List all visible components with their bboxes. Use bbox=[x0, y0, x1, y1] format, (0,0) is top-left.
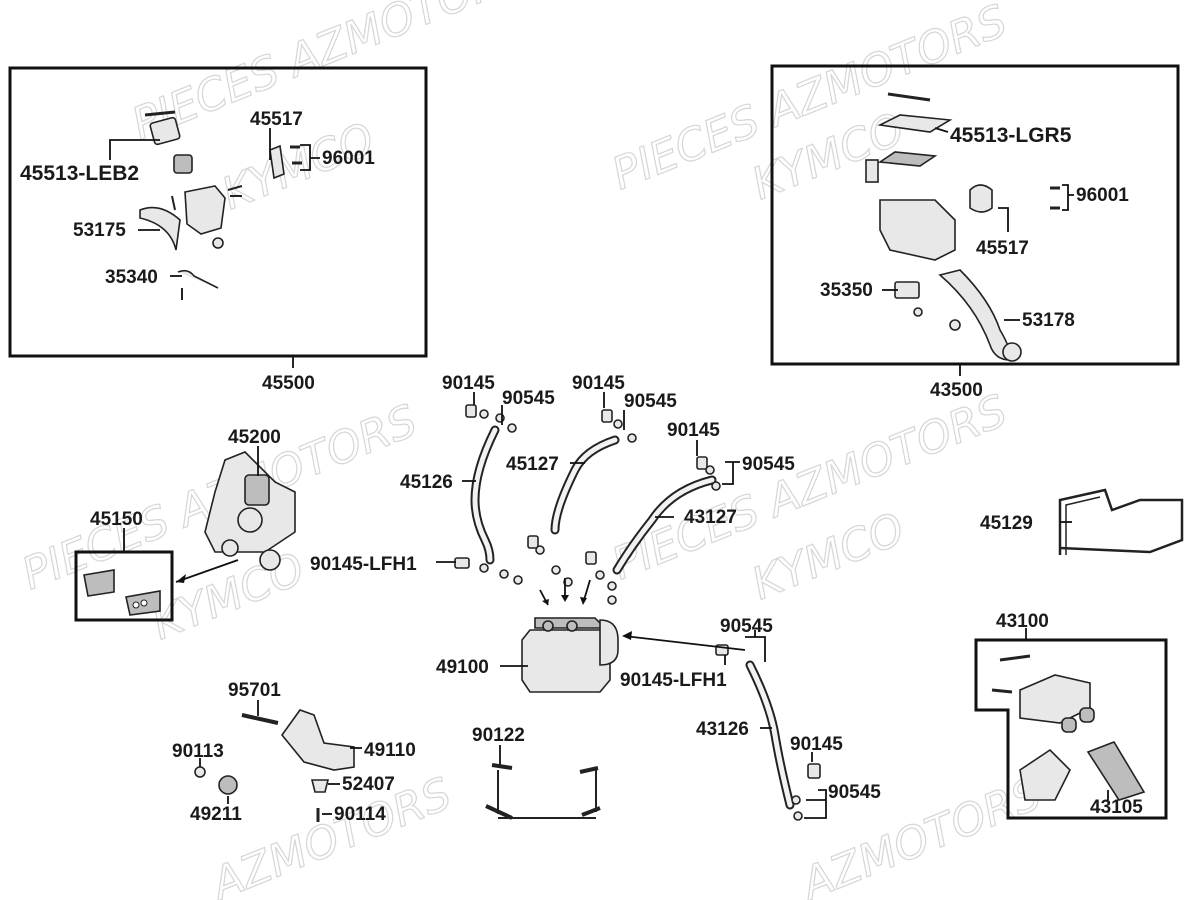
front-caliper-assembly: 45200 bbox=[204, 427, 296, 571]
assembly-box-43100 bbox=[974, 638, 1168, 820]
brake-lever-icon bbox=[139, 206, 181, 251]
bracket-icon bbox=[194, 709, 355, 822]
part-label: 90122 bbox=[472, 725, 525, 746]
assembly-number-43100: 43100 bbox=[996, 611, 1049, 632]
part-label: 45513-LEB2 bbox=[20, 162, 139, 185]
assembly-number-45500: 45500 bbox=[262, 373, 315, 394]
part-label: 90545 bbox=[720, 616, 773, 637]
watermark: KYMCO bbox=[145, 543, 312, 650]
part-label: 45126 bbox=[400, 472, 453, 493]
banjo-bolt-icon bbox=[454, 404, 821, 821]
part-label: 96001 bbox=[322, 148, 375, 169]
brake-pad-icon bbox=[83, 569, 161, 616]
master-cylinder-icon bbox=[144, 110, 243, 249]
brake-switch-icon bbox=[177, 269, 219, 300]
assembly-box-43500 bbox=[770, 64, 1180, 366]
part-label: 43126 bbox=[696, 719, 749, 740]
part-label: 45129 bbox=[980, 513, 1033, 534]
part-label: 53175 bbox=[73, 220, 126, 241]
part-label: 90145 bbox=[790, 734, 843, 755]
part-label: 90545 bbox=[624, 391, 677, 412]
part-label: 90145 bbox=[667, 420, 720, 441]
rear-caliper-assembly: 43100 43105 bbox=[974, 611, 1168, 820]
part-label: 90145 bbox=[572, 373, 625, 394]
part-label: 45517 bbox=[250, 109, 303, 130]
part-label: 49100 bbox=[436, 657, 489, 678]
part-label: 90145-LFH1 bbox=[620, 670, 727, 691]
part-label: 90545 bbox=[502, 388, 555, 409]
bolt-set-icon bbox=[485, 763, 601, 820]
part-label: 90114 bbox=[334, 804, 386, 825]
abs-modulator-icon bbox=[521, 617, 619, 693]
watermark: AZMOTORS bbox=[202, 768, 458, 900]
part-label: 96001 bbox=[1076, 185, 1129, 206]
brake-switch-icon bbox=[894, 281, 961, 331]
assembly-number-43500: 43500 bbox=[930, 380, 983, 401]
wire-clip-icon bbox=[1058, 488, 1184, 555]
assembly-number-45150: 45150 bbox=[90, 509, 143, 530]
part-label: 90145 bbox=[442, 373, 495, 394]
front-pads-assembly: 45150 bbox=[74, 509, 239, 622]
part-label: 90545 bbox=[828, 782, 881, 803]
part-label: 52407 bbox=[342, 774, 395, 795]
part-label: 90113 bbox=[172, 741, 224, 762]
part-label: 49211 bbox=[190, 804, 242, 825]
brake-caliper-icon bbox=[204, 451, 296, 571]
left-master-cylinder-assembly: 45500 45513-LEB2 45517 96001 bbox=[8, 66, 428, 394]
abs-bracket-assembly: 95701 49110 90113 52407 49211 90114 bbox=[172, 680, 416, 825]
master-cylinder-icon bbox=[865, 92, 956, 261]
bolt-icon bbox=[269, 144, 302, 180]
part-label: 45517 bbox=[976, 238, 1029, 259]
brake-caliper-icon bbox=[991, 654, 1146, 801]
part-label: 43127 bbox=[684, 507, 737, 528]
part-label: 45200 bbox=[228, 427, 281, 448]
part-label: 35340 bbox=[105, 267, 158, 288]
brake-lever-icon bbox=[938, 269, 1022, 362]
part-label: 90545 bbox=[742, 454, 795, 475]
part-label: 95701 bbox=[228, 680, 281, 701]
part-label: 35350 bbox=[820, 280, 873, 301]
part-label: 53178 bbox=[1022, 310, 1075, 331]
part-label: 45513-LGR5 bbox=[950, 124, 1072, 147]
assembly-box-45500 bbox=[8, 66, 428, 358]
part-label: 45127 bbox=[506, 454, 559, 475]
brake-hose-icon bbox=[470, 425, 795, 810]
clamp-icon bbox=[969, 184, 1060, 213]
right-master-cylinder-assembly: 43500 45513-LGR5 96001 45517 35 bbox=[770, 64, 1180, 401]
part-label: 90145-LFH1 bbox=[310, 554, 417, 575]
part-label: 49110 bbox=[364, 740, 416, 761]
part-label: 43105 bbox=[1090, 797, 1143, 818]
